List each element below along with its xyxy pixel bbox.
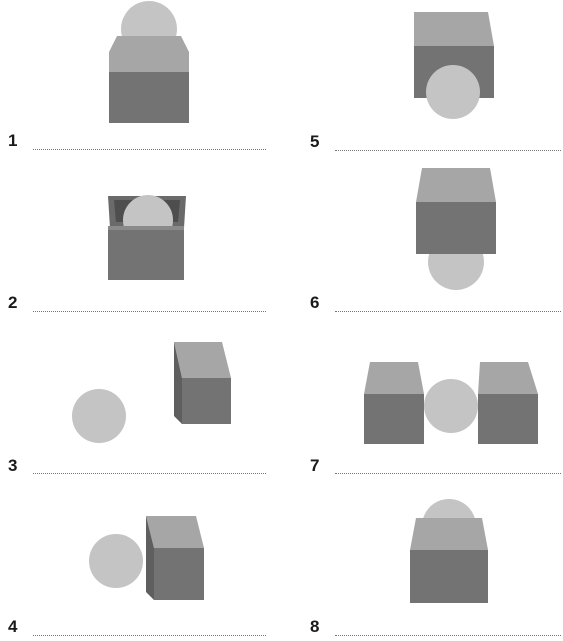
box-front-edge bbox=[108, 226, 184, 230]
answer-line[interactable] bbox=[335, 150, 561, 151]
box-top bbox=[146, 516, 204, 548]
ball-far-from-box-illustration bbox=[0, 320, 281, 480]
exercise-number: 6 bbox=[310, 294, 319, 311]
exercise-7: 7 bbox=[282, 320, 563, 480]
exercise-5: 5 bbox=[282, 0, 563, 160]
left-box-front bbox=[364, 394, 424, 444]
box-top bbox=[174, 342, 231, 378]
exercise-number: 4 bbox=[8, 618, 17, 635]
answer-line[interactable] bbox=[33, 635, 266, 636]
box-top bbox=[416, 168, 496, 202]
exercise-8: 8 bbox=[282, 480, 563, 640]
answer-line[interactable] bbox=[335, 635, 561, 636]
right-box-front bbox=[478, 394, 538, 444]
exercise-4: 4 bbox=[0, 480, 281, 640]
box-top bbox=[109, 52, 189, 72]
ball bbox=[89, 534, 143, 588]
exercise-3: 3 bbox=[0, 320, 281, 480]
exercise-2: 2 bbox=[0, 160, 281, 320]
answer-line[interactable] bbox=[335, 473, 561, 474]
exercise-number: 2 bbox=[8, 294, 17, 311]
exercise-number: 1 bbox=[8, 132, 17, 149]
box-front bbox=[182, 378, 231, 424]
ball-between-boxes-illustration bbox=[282, 320, 563, 480]
right-box-top bbox=[478, 362, 538, 394]
box-top bbox=[410, 518, 488, 550]
answer-line[interactable] bbox=[33, 149, 266, 150]
left-box-top bbox=[364, 362, 424, 394]
exercise-number: 8 bbox=[310, 618, 319, 635]
exercise-1: 1 bbox=[0, 0, 281, 160]
ball-on-box-illustration bbox=[0, 0, 281, 160]
box-front bbox=[154, 548, 204, 600]
answer-line[interactable] bbox=[33, 473, 266, 474]
ball bbox=[424, 379, 478, 433]
answer-line[interactable] bbox=[335, 311, 561, 312]
ball-in-box-illustration bbox=[0, 160, 281, 320]
ball-in-front-of-box-illustration bbox=[282, 0, 563, 160]
exercise-number: 5 bbox=[310, 133, 319, 150]
box-front bbox=[108, 228, 184, 280]
ball-under-box-illustration bbox=[282, 160, 563, 320]
answer-line[interactable] bbox=[33, 311, 266, 312]
box-top-lip bbox=[109, 36, 189, 52]
box-front bbox=[416, 202, 496, 254]
box-front bbox=[109, 72, 189, 123]
ball bbox=[426, 65, 480, 119]
ball bbox=[72, 389, 126, 443]
box-front bbox=[410, 550, 488, 603]
exercise-number: 7 bbox=[310, 457, 319, 474]
exercise-6: 6 bbox=[282, 160, 563, 320]
exercise-number: 3 bbox=[8, 457, 17, 474]
box-top bbox=[414, 12, 494, 46]
ball-behind-box-illustration bbox=[282, 480, 563, 640]
ball-next-to-box-illustration bbox=[0, 480, 281, 640]
